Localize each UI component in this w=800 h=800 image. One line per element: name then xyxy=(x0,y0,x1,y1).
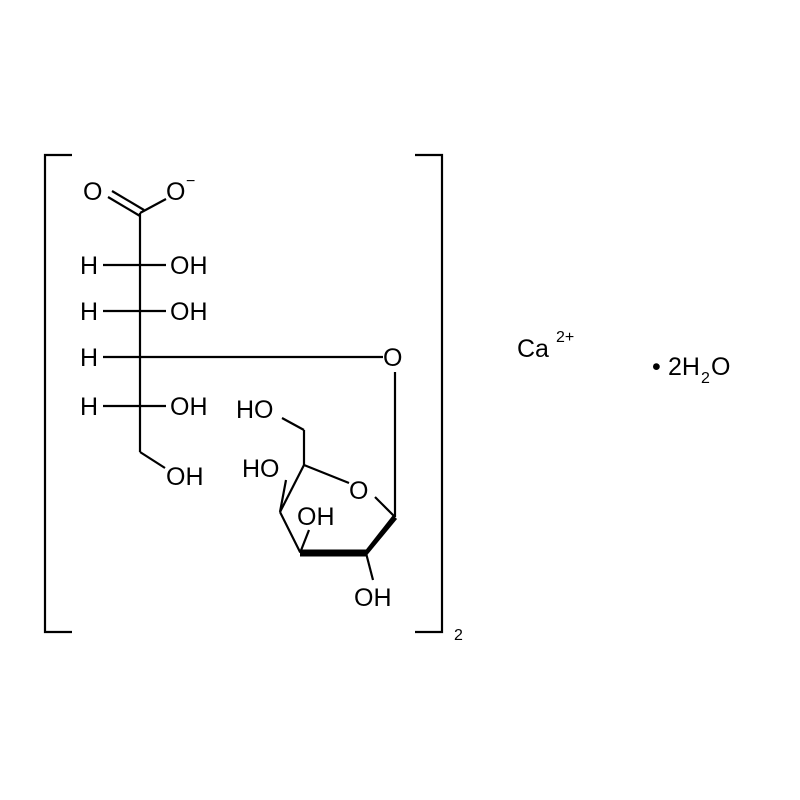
c-o-single-bond xyxy=(139,198,167,214)
hydrate-o: O xyxy=(711,353,730,381)
row4-h-label: H xyxy=(80,393,98,421)
ring-c2-c1-bold xyxy=(366,515,397,557)
galactopyranose-ring: HO O HO OH OH xyxy=(236,372,397,612)
carboxylate-group: O O − xyxy=(83,173,195,217)
c6-ch2-bond xyxy=(139,451,166,469)
ring-o5-c5 xyxy=(303,463,350,485)
ring-c4-c3 xyxy=(279,511,301,553)
hydrate-subscript: 2 xyxy=(701,370,710,387)
ring-c5-c4 xyxy=(279,464,305,513)
c4-oh-bond xyxy=(278,479,288,513)
c6-oh-bond xyxy=(281,417,305,431)
glycosidic-o-label: O xyxy=(383,344,402,372)
hydrate-2h: 2H xyxy=(668,353,700,381)
bracket-multiplier: 2 xyxy=(454,627,463,644)
row2-h-label: H xyxy=(80,298,98,326)
c3-oh-label: OH xyxy=(297,503,335,531)
c4-oh-label: HO xyxy=(242,455,280,483)
carboxylate-o-label: O xyxy=(166,178,185,206)
negative-charge: − xyxy=(186,173,195,190)
row5-oh-label: OH xyxy=(166,463,204,491)
c2-oh-bond xyxy=(364,552,375,581)
ring-c1-o5 xyxy=(374,496,396,518)
row4-oh-label: OH xyxy=(170,393,208,421)
calcium-symbol: Ca xyxy=(517,335,549,363)
carbonyl-o-label: O xyxy=(83,178,102,206)
ring-o-label: O xyxy=(349,477,368,505)
right-bracket xyxy=(415,153,444,634)
c-o-double-bond-2 xyxy=(111,190,145,211)
c-o-double-bond-1 xyxy=(107,196,141,217)
left-bracket xyxy=(43,153,72,634)
gluconate-chain: H OH H OH H O H OH OH xyxy=(80,213,402,491)
calcium-charge: 2+ xyxy=(556,329,574,346)
c3-oh-bond xyxy=(298,529,311,554)
row3-h-label: H xyxy=(80,344,98,372)
ch2oh-label: HO xyxy=(236,396,274,424)
dihydrate: • 2H 2 O xyxy=(652,353,730,387)
calcium-ion: Ca 2+ xyxy=(517,329,574,363)
hydrate-dot: • xyxy=(652,353,661,381)
row2-oh-label: OH xyxy=(170,298,208,326)
c2-oh-label: OH xyxy=(354,584,392,612)
row1-oh-label: OH xyxy=(170,252,208,280)
row1-h-label: H xyxy=(80,252,98,280)
